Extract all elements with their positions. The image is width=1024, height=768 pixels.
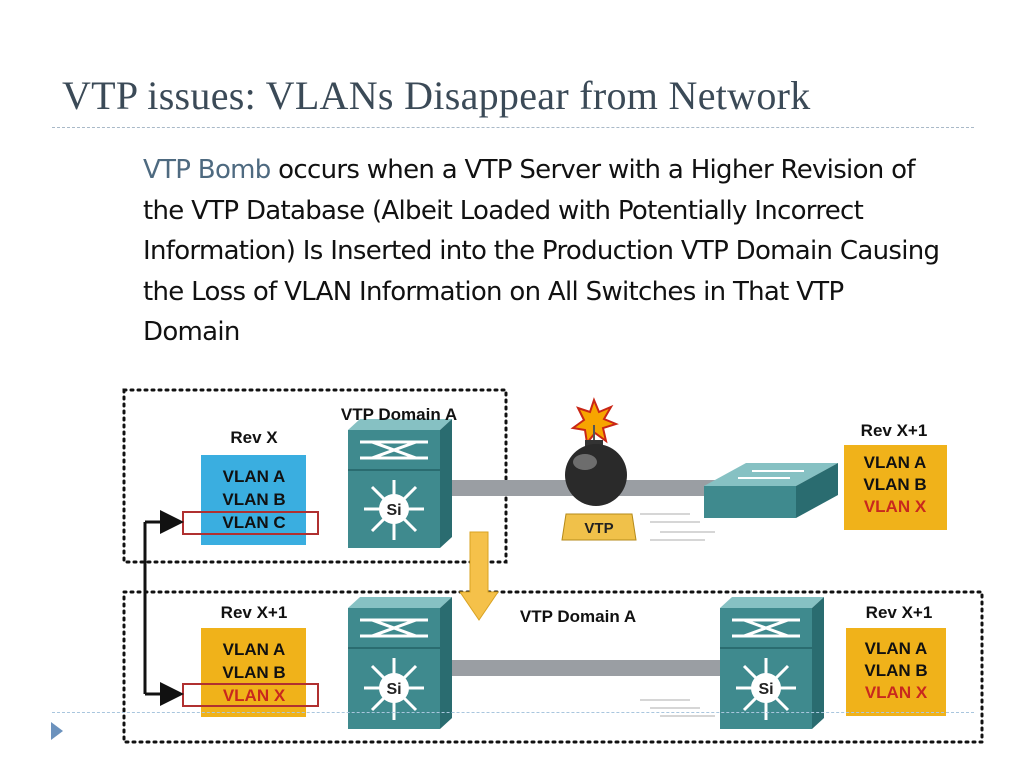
body-description: occurs when a VTP Server with a Higher R… [143, 155, 940, 347]
top-right-vlan-x: VLAN X [864, 497, 927, 516]
replacement-connector [143, 510, 184, 706]
bottom-domain-label: VTP Domain A [520, 607, 636, 626]
body-paragraph: VTP Bomb occurs when a VTP Server with a… [143, 150, 943, 353]
bottom-right-multilayer-switch-icon: Si [720, 597, 824, 729]
motion-lines-top [640, 513, 715, 541]
bottom-right-vlan-x: VLAN X [865, 683, 928, 702]
top-domain-boundary [122, 388, 508, 564]
down-arrow-icon [459, 531, 499, 621]
slide-title: VTP issues: VLANs Disappear from Network [62, 73, 811, 118]
bottom-left-multilayer-switch-icon: Si [348, 597, 452, 729]
bottom-right-rev-label: Rev X+1 [866, 603, 933, 622]
bottom-right-switch-si-label: Si [758, 681, 773, 698]
bottom-right-vlan-box [846, 628, 946, 716]
title-divider [52, 127, 974, 128]
vtp-tag-label: VTP [584, 520, 613, 537]
bottom-left-vlan-a: VLAN A [223, 640, 286, 659]
bottom-domain-boundary [122, 590, 984, 744]
top-left-vlan-a: VLAN A [223, 467, 286, 486]
bottom-left-rev-label: Rev X+1 [221, 603, 288, 622]
bottom-left-vlan-x: VLAN X [223, 686, 286, 705]
top-right-vlan-box [844, 445, 947, 530]
top-left-vlan-c: VLAN C [222, 513, 285, 532]
top-left-vlan-box [201, 455, 306, 545]
motion-lines-bottom [640, 699, 715, 717]
bottom-right-vlan-b: VLAN B [864, 661, 927, 680]
bottom-left-vlan-b: VLAN B [222, 663, 285, 682]
vtp-bomb-term: VTP Bomb [143, 155, 271, 185]
vtp-packet-tag: VTP [561, 513, 637, 541]
bottom-left-switch-si-label: Si [386, 681, 401, 698]
top-right-vlan-b: VLAN B [863, 475, 926, 494]
workgroup-switch-icon [704, 463, 838, 518]
bottom-right-vlan-a: VLAN A [865, 639, 928, 658]
bottom-left-vlan-box [201, 628, 306, 717]
top-right-rev-label: Rev X+1 [861, 421, 928, 440]
top-right-vlan-a: VLAN A [864, 453, 927, 472]
bomb-icon [565, 397, 627, 506]
top-domain-label: VTP Domain A [341, 405, 457, 424]
top-left-rev-label: Rev X [230, 428, 278, 447]
top-multilayer-switch-icon: Si [348, 419, 452, 548]
footer-divider [52, 712, 974, 713]
bottom-trunk-link [440, 660, 734, 676]
play-triangle-icon [51, 722, 63, 740]
top-left-vlan-b: VLAN B [222, 490, 285, 509]
top-switch-si-label: Si [386, 502, 401, 519]
